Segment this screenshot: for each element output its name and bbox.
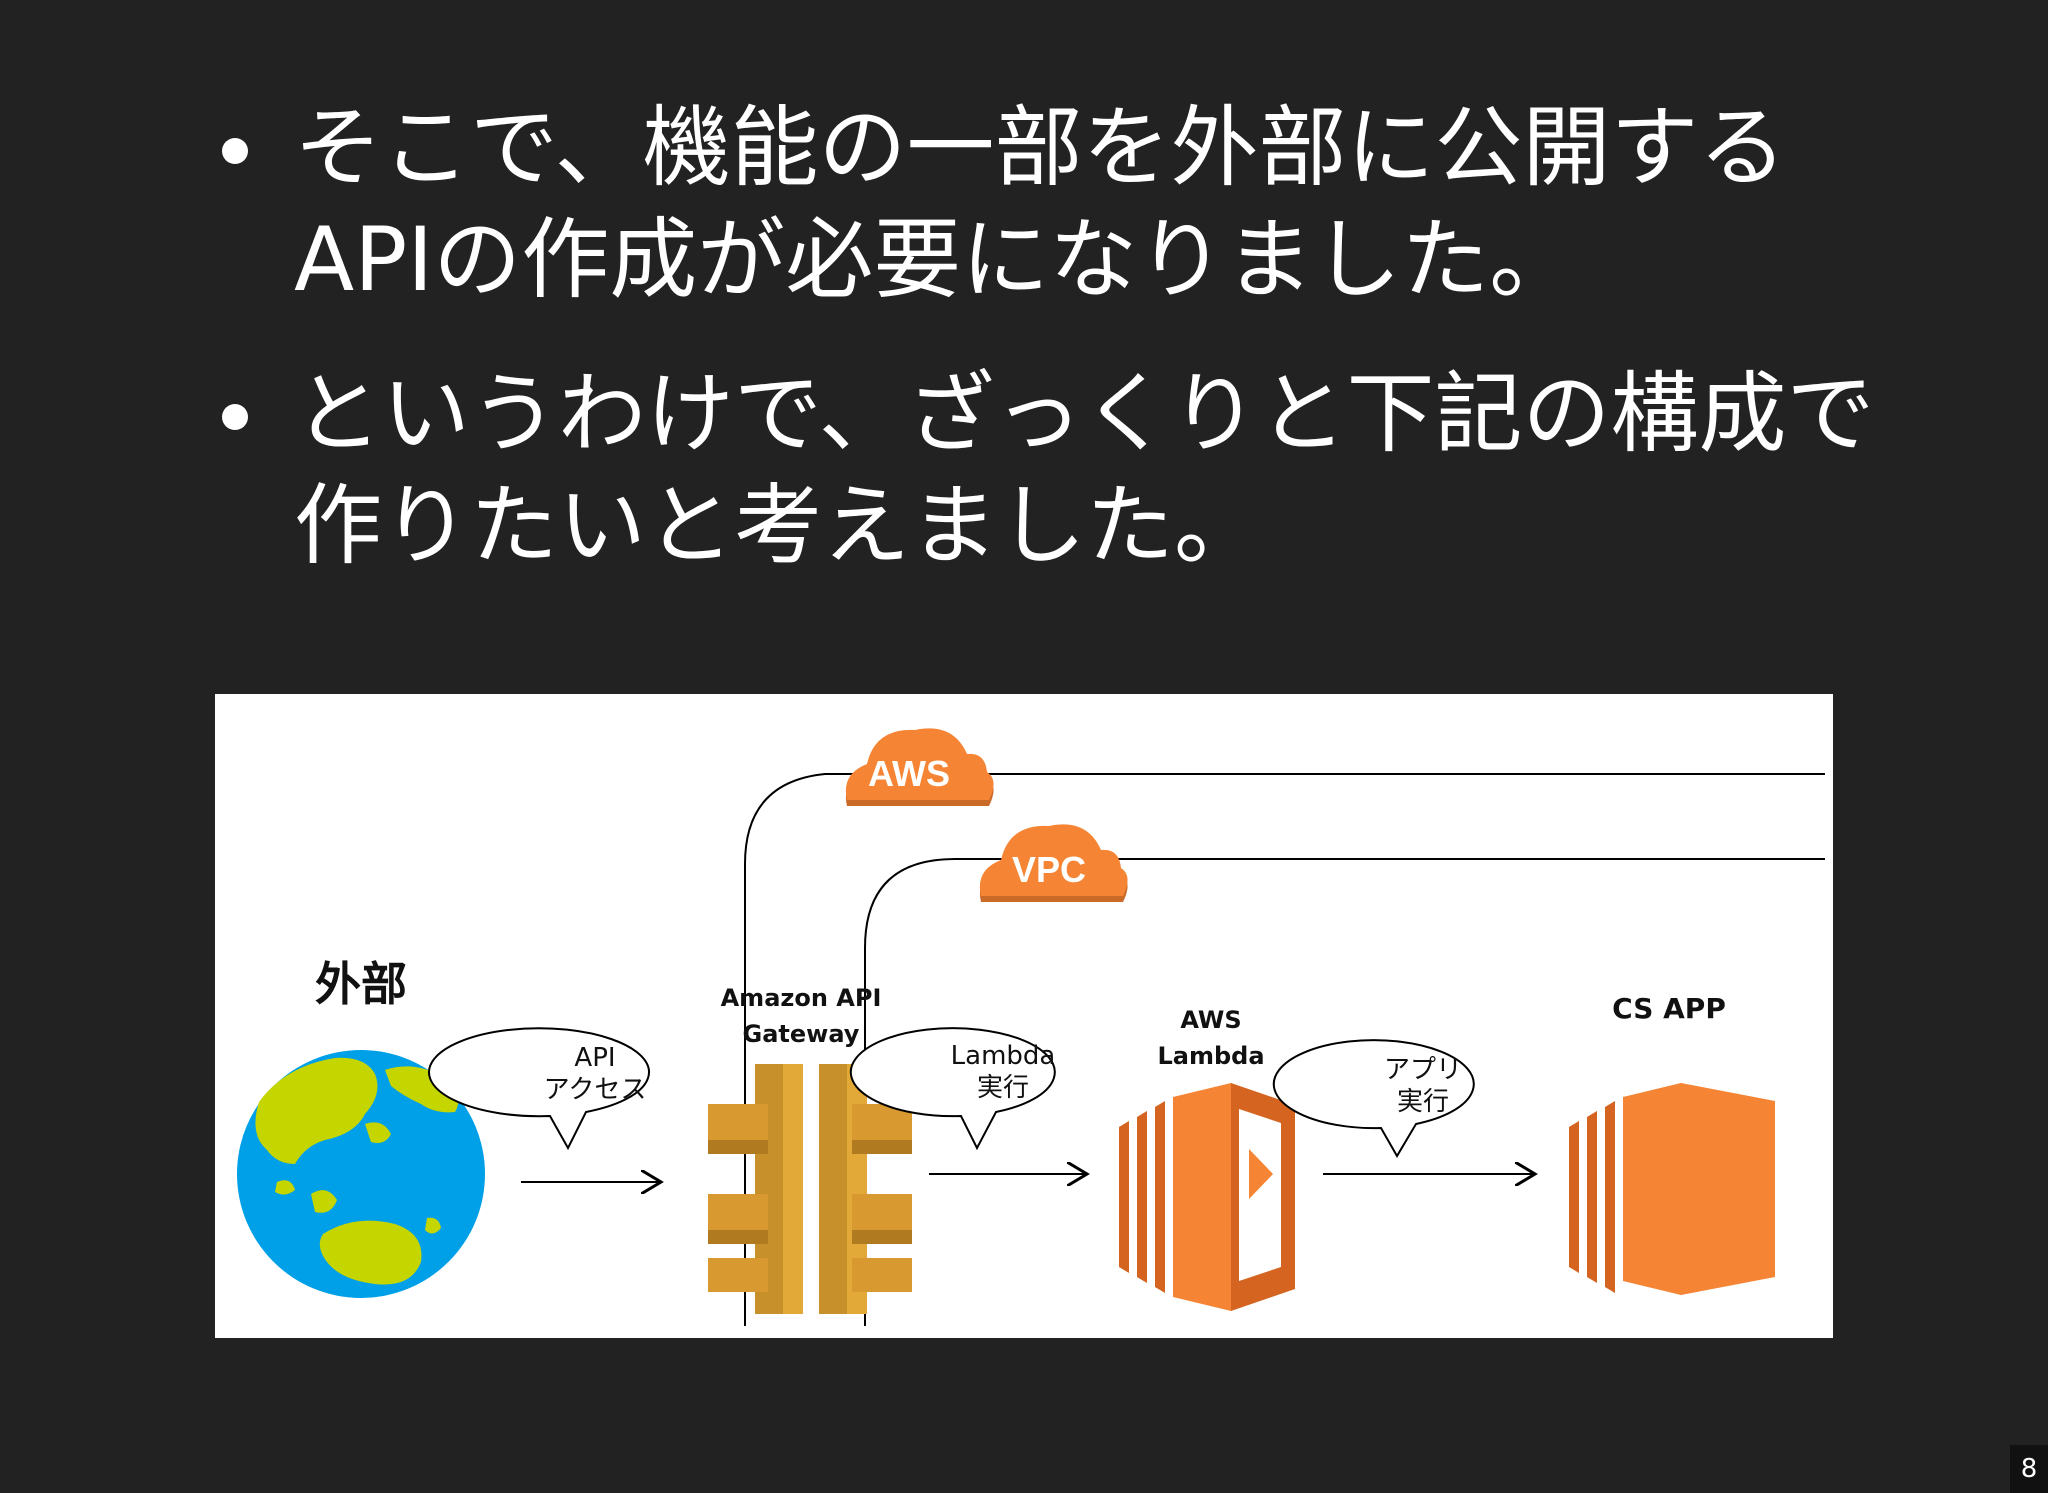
external-label: 外部	[315, 957, 407, 1011]
api-gateway-icon	[708, 1064, 912, 1314]
page-number: 8	[2010, 1445, 2048, 1493]
aws-boundary-line	[744, 773, 1825, 1326]
bullet-item: そこで、機能の一部を外部に公開する APIの作成が必要になりました。	[222, 92, 1922, 316]
vpc-cloud-icon: VPC	[979, 824, 1128, 902]
app-exec-line2: 実行	[1397, 1087, 1449, 1117]
lambda-label-line1: AWS	[1180, 1006, 1241, 1034]
app-exec-line1: アプリ	[1384, 1055, 1462, 1085]
aws-badge-label: AWS	[868, 753, 950, 794]
vpc-badge-label: VPC	[1012, 849, 1086, 890]
api-access-line2: アクセス	[544, 1075, 647, 1105]
lambda-exec-line2: 実行	[977, 1073, 1029, 1103]
lambda-icon	[1119, 1083, 1295, 1311]
gateway-label-line2: Gateway	[743, 1020, 860, 1048]
globe-icon	[237, 1050, 485, 1298]
aws-cloud-icon: AWS	[845, 728, 994, 806]
bullet-dot	[222, 404, 248, 430]
bullet-item: というわけで、ざっくりと下記の構成で 作りたいと考えました。	[222, 358, 1922, 582]
api-access-line1: API	[574, 1043, 615, 1073]
app-exec-bubble: アプリ 実行	[1272, 1039, 1475, 1158]
lambda-label-line2: Lambda	[1157, 1042, 1264, 1070]
bullet-line: 作りたいと考えました。	[294, 474, 1263, 577]
api-access-bubble: API アクセス	[427, 1027, 650, 1151]
bullet-list: そこで、機能の一部を外部に公開する APIの作成が必要になりました。 というわけ…	[222, 92, 1922, 624]
vpc-boundary-line	[864, 858, 1825, 1326]
ec2-app-icon	[1569, 1083, 1775, 1295]
gateway-label-line1: Amazon API	[721, 984, 882, 1012]
bullet-line: そこで、機能の一部を外部に公開する	[294, 96, 1787, 199]
bullet-line: というわけで、ざっくりと下記の構成で	[294, 362, 1875, 465]
app-label: CS APP	[1612, 992, 1726, 1025]
lambda-exec-bubble: Lambda 実行	[849, 1027, 1056, 1151]
bullet-dot	[222, 138, 248, 164]
bullet-line: APIの作成が必要になりました。	[294, 208, 1578, 311]
architecture-diagram: AWS VPC 外部 API アクセス Amazon	[215, 694, 1833, 1338]
lambda-exec-line1: Lambda	[951, 1041, 1056, 1071]
